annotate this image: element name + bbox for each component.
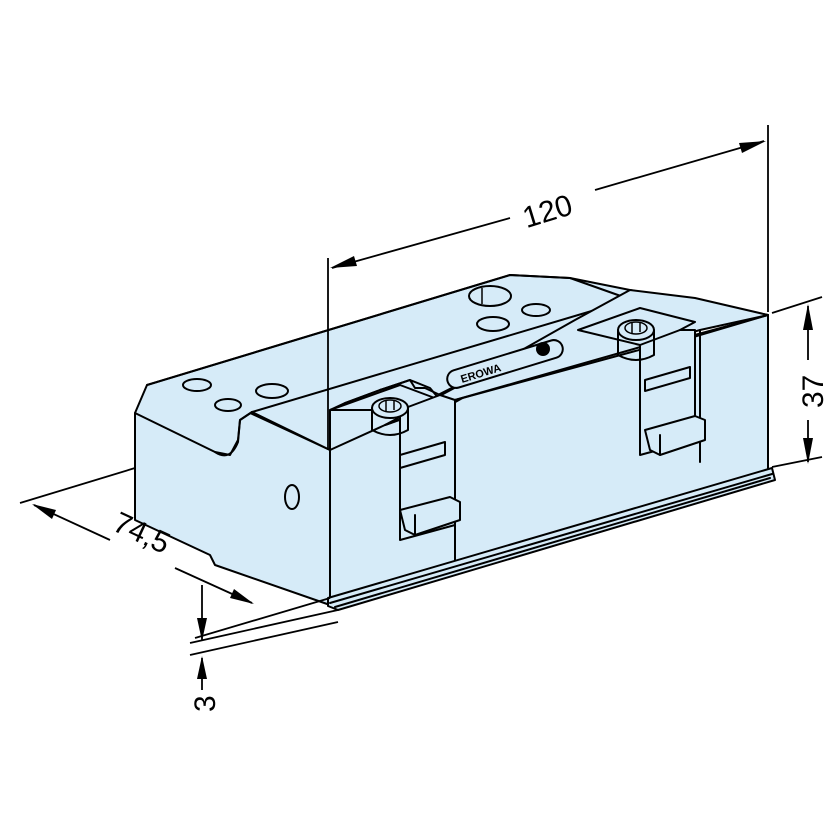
screw-head bbox=[371, 397, 409, 419]
dimension-base-offset: 3 bbox=[189, 585, 339, 712]
right-clamp-pocket bbox=[577, 307, 706, 456]
brand-plate bbox=[446, 339, 564, 389]
base-rail bbox=[327, 467, 776, 611]
side-hole bbox=[284, 484, 300, 510]
brand-logo-icon bbox=[536, 342, 550, 356]
large-hole bbox=[468, 285, 512, 307]
left-clamp-pocket bbox=[329, 379, 461, 541]
dimension-length-label: 120 bbox=[519, 189, 577, 235]
mounting-hole bbox=[182, 378, 212, 392]
dimension-height-label: 37 bbox=[797, 375, 830, 408]
screw-head bbox=[617, 319, 655, 341]
mounting-hole bbox=[214, 398, 242, 412]
dimension-base-offset-label: 3 bbox=[189, 695, 222, 712]
left-end-block bbox=[134, 274, 769, 606]
dimension-height: 37 bbox=[771, 296, 830, 468]
mounting-hole bbox=[476, 316, 510, 332]
mounting-hole bbox=[521, 303, 551, 317]
mounting-hole bbox=[255, 383, 289, 399]
